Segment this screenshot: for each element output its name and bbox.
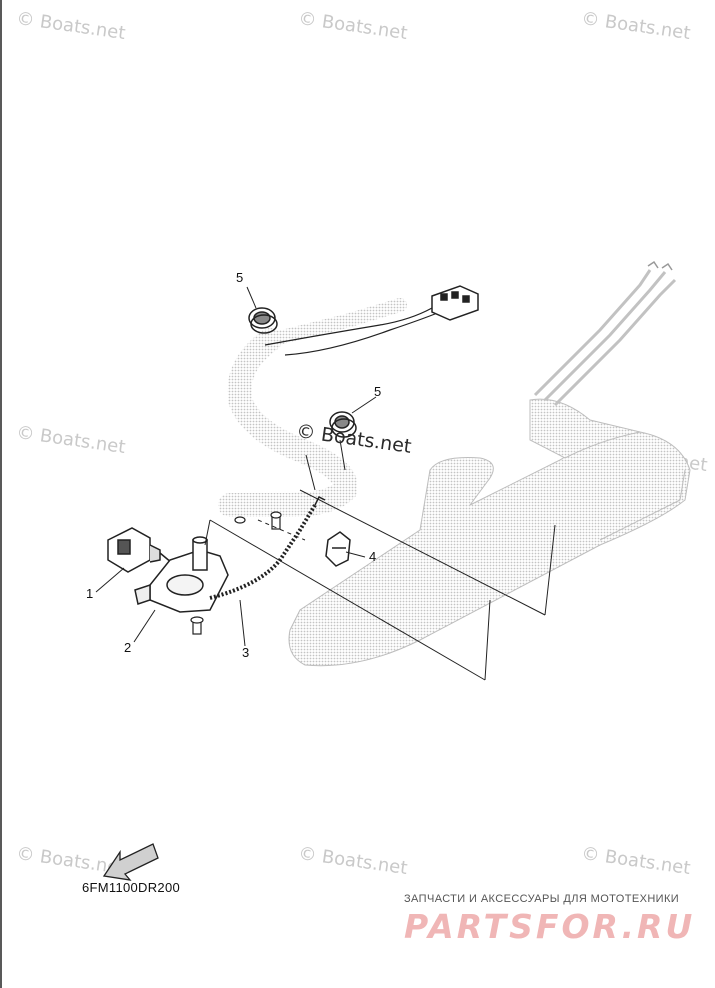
part-3-cable [209, 503, 317, 600]
harness-curve [218, 328, 358, 517]
callout-1: 1 [86, 586, 94, 601]
tiller-handle-outline [288, 398, 691, 667]
callout-4: 4 [369, 549, 377, 564]
part-2-bracket [134, 536, 229, 613]
leader-lines [95, 286, 377, 647]
assembly-lines [204, 439, 556, 681]
footer-caption: ЗАПЧАСТИ И АКСЕССУАРЫ ДЛЯ МОТОТЕХНИКИ [404, 893, 680, 905]
callout-5-upper: 5 [236, 270, 244, 285]
callout-3: 3 [242, 645, 250, 660]
harness-wires [264, 307, 441, 356]
callout-5-lower: 5 [374, 384, 382, 399]
brand-logo: PARTSFOR.RU [404, 907, 696, 946]
drawing-code: 6FM1100DR200 [82, 880, 181, 895]
grommet-lower [329, 411, 357, 438]
grommet-upper [248, 307, 278, 334]
part-4-clip [325, 531, 351, 567]
fwd-arrow-icon [102, 843, 159, 881]
callout-2: 2 [124, 640, 132, 655]
part-1-switch [107, 527, 173, 573]
bolt [190, 616, 204, 635]
harness-hardware [234, 511, 282, 530]
cable-loom-right [533, 269, 677, 407]
connector-top [431, 285, 479, 321]
